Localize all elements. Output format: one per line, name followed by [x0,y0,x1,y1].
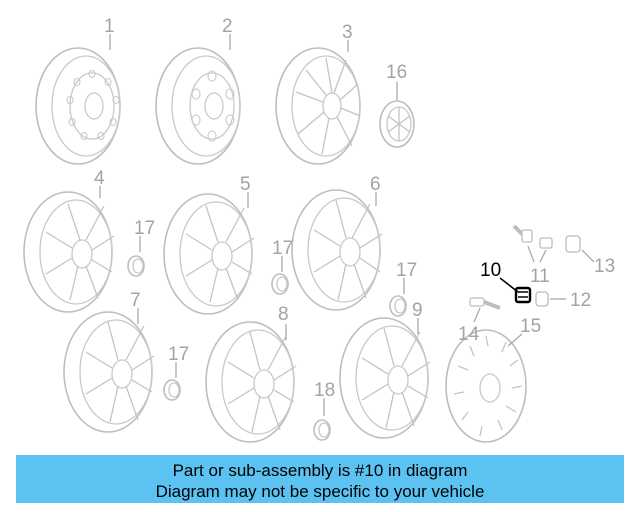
callout-13: 13 [594,256,615,277]
callout-8: 8 [278,304,289,325]
wheel-8-alloy [205,321,297,443]
callout-12: 12 [570,290,591,311]
wheel-2-steel [155,47,241,165]
callout-17-d: 17 [168,344,189,365]
callout-16: 16 [386,62,407,83]
part-17-cap-a [127,255,145,277]
part-14-valve-stem [469,297,501,310]
callout-2: 2 [222,16,233,37]
callout-5: 5 [240,174,251,195]
part-13-valve-cap [565,235,581,253]
part-16-center-cap [379,100,415,148]
banner-line-1: Part or sub-assembly is #10 in diagram [172,461,468,480]
callout-7: 7 [130,290,141,311]
part-17-cap-c [389,295,407,317]
callout-14: 14 [458,324,480,345]
callout-10: 10 [480,260,501,281]
wheel-3-alloy [275,47,361,165]
part-12-valve-cap [535,291,549,307]
callout-4: 4 [94,168,105,189]
part-11-valve-parts [512,224,553,249]
callout-3: 3 [342,22,353,43]
part-17-cap-b [271,273,289,295]
part-15-wheel-cover [445,329,527,443]
callout-17-c: 17 [396,260,417,281]
wheel-5-alloy [163,193,255,315]
callout-11: 11 [530,266,550,287]
callout-9: 9 [412,300,423,321]
callout-17-b: 17 [272,238,293,259]
part-17-cap-d [163,379,181,401]
callout-1: 1 [104,16,115,37]
banner-line-2: Diagram may not be specific to your vehi… [155,482,485,501]
wheel-1-steel [35,47,121,165]
callout-17-a: 17 [134,218,155,239]
part-10-highlighted [514,286,532,304]
callout-18: 18 [314,380,335,401]
part-18-cap [313,419,331,441]
callout-15: 15 [520,316,541,337]
wheel-4-alloy [23,191,115,313]
wheel-9-alloy [339,317,431,439]
wheel-6-alloy [291,189,383,311]
callout-6: 6 [370,174,381,195]
wheel-7-alloy [63,311,155,433]
info-banner: Part or sub-assembly is #10 in diagram D… [16,455,624,503]
